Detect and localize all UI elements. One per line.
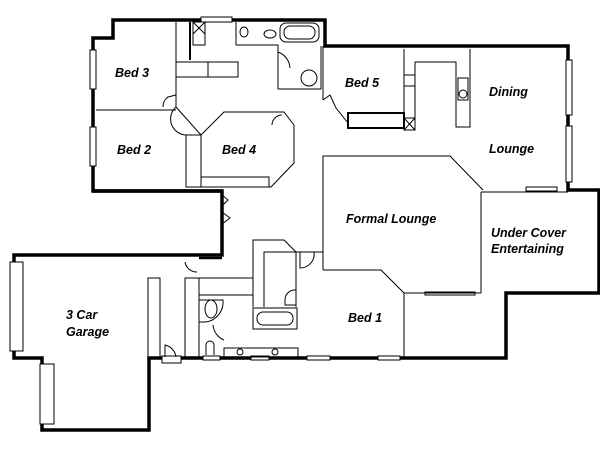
- outer-wall: [12, 18, 600, 432]
- room-label-bed4: Bed 4: [222, 143, 256, 157]
- room-label-3-car: 3 Car: [66, 308, 98, 322]
- interior-walls: [96, 21, 568, 358]
- windows: [9, 16, 573, 425]
- room-label-bed1: Bed 1: [348, 311, 382, 325]
- room-label-bed5: Bed 5: [345, 76, 380, 90]
- room-label-bed2: Bed 2: [117, 143, 151, 157]
- room-label-under-cover: Under Cover: [491, 226, 567, 240]
- room-label-garage: Garage: [66, 325, 109, 339]
- room-label-lounge: Lounge: [489, 142, 534, 156]
- room-label-formal-lounge: Formal Lounge: [346, 212, 436, 226]
- room-label-bed3: Bed 3: [115, 66, 149, 80]
- room-label-dining: Dining: [489, 85, 528, 99]
- room-label-entertaining: Entertaining: [491, 242, 564, 256]
